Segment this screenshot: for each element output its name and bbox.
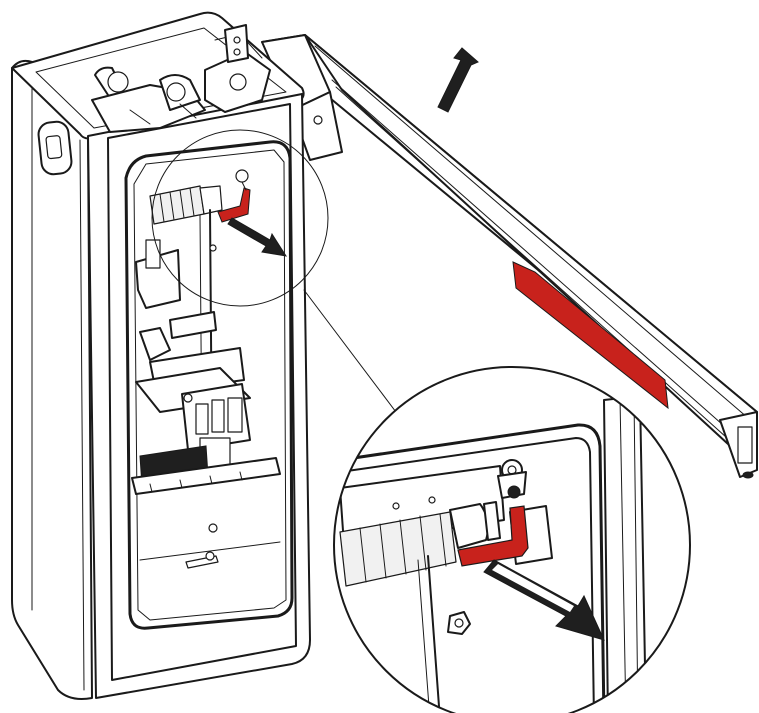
up-arrow-icon (437, 47, 479, 113)
pull-arrow-small-icon (227, 217, 288, 257)
arm-bolt (313, 115, 323, 125)
interior-mechanism (131, 185, 281, 569)
barrier-cabinet (11, 11, 329, 700)
callout-leader-line (303, 289, 403, 421)
release-lever-small (217, 169, 288, 257)
top-mechanism (91, 24, 271, 133)
barrier-boom-arm (261, 34, 758, 479)
detail-callout-circle (151, 129, 329, 307)
release-lever (457, 459, 529, 567)
red-reflector-band (512, 261, 669, 410)
detail-magnifier (333, 366, 691, 713)
